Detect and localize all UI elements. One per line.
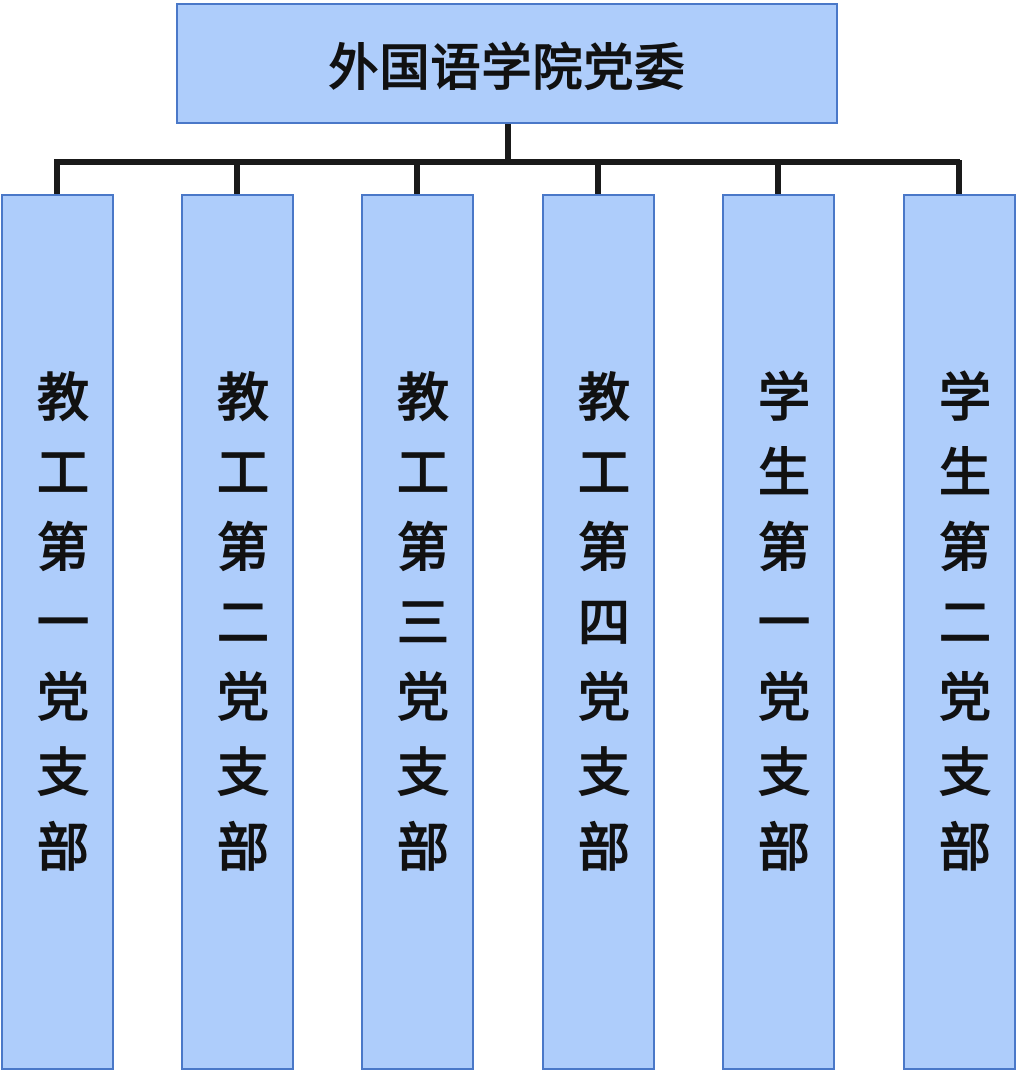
branch-node-label: 教工第一党支部 xyxy=(27,369,88,895)
branch-node-student-1: 学生第一党支部 xyxy=(722,194,835,1070)
root-node: 外国语学院党委 xyxy=(176,3,838,124)
branch-node-student-2: 学生第二党支部 xyxy=(903,194,1016,1070)
branch-node-staff-4: 教工第四党支部 xyxy=(542,194,655,1070)
branch-node-staff-2: 教工第二党支部 xyxy=(181,194,294,1070)
branch-node-label: 学生第一党支部 xyxy=(748,369,809,895)
branch-node-staff-3: 教工第三党支部 xyxy=(361,194,474,1070)
branch-node-label: 教工第四党支部 xyxy=(568,369,629,895)
branch-node-staff-1: 教工第一党支部 xyxy=(1,194,114,1070)
branch-node-label: 学生第二党支部 xyxy=(929,369,990,895)
branch-node-label: 教工第二党支部 xyxy=(207,369,268,895)
branch-node-label: 教工第三党支部 xyxy=(387,369,448,895)
root-node-title: 外国语学院党委 xyxy=(328,38,686,97)
